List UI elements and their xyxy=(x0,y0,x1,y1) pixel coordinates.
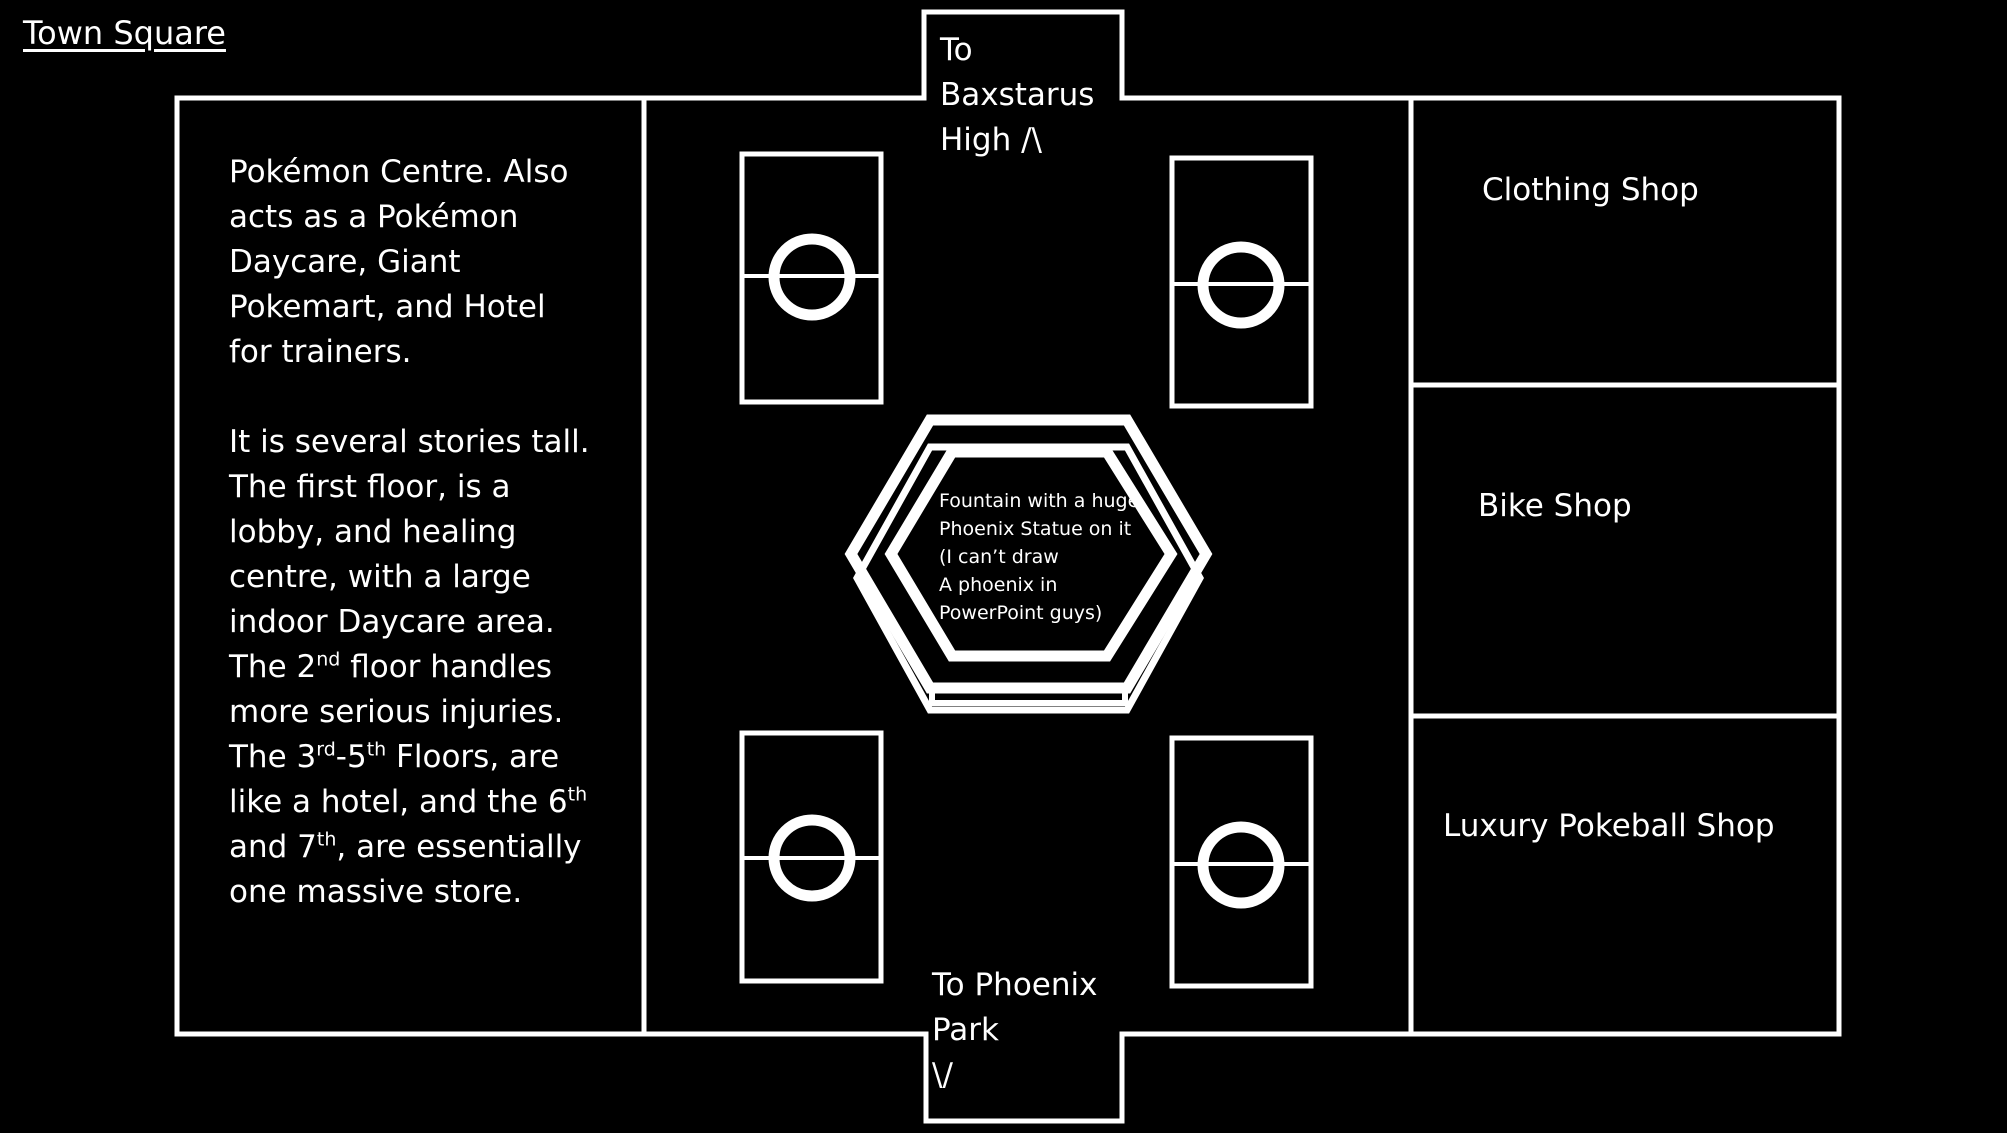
map-title: Town Square xyxy=(23,14,226,52)
pokemon-centre-description: Pokémon Centre. Also acts as a Pokémon D… xyxy=(229,150,590,960)
north-exit-label: To Baxstarus High /\ xyxy=(940,32,1095,158)
town-square-boundary xyxy=(174,9,1842,1124)
luxury-pokeball-shop-label: Luxury Pokeball Shop xyxy=(1443,808,1775,844)
fountain-label: Fountain with a huge Phoenix Statue on i… xyxy=(939,490,1140,624)
clothing-shop-label: Clothing Shop xyxy=(1482,172,1699,208)
south-exit-label: To Phoenix Park \/ xyxy=(932,967,1098,1093)
court-bottom-right xyxy=(1169,735,1314,989)
bike-shop-label: Bike Shop xyxy=(1478,488,1632,524)
pokemon-centre-floors: It is several stories tall. The first fl… xyxy=(229,424,590,910)
court-bottom-left xyxy=(739,730,884,984)
fountain-structure xyxy=(844,414,1213,714)
pokemon-centre-summary: Pokémon Centre. Also acts as a Pokémon D… xyxy=(229,154,569,370)
court-top-left xyxy=(739,151,884,405)
court-top-right xyxy=(1169,155,1314,409)
